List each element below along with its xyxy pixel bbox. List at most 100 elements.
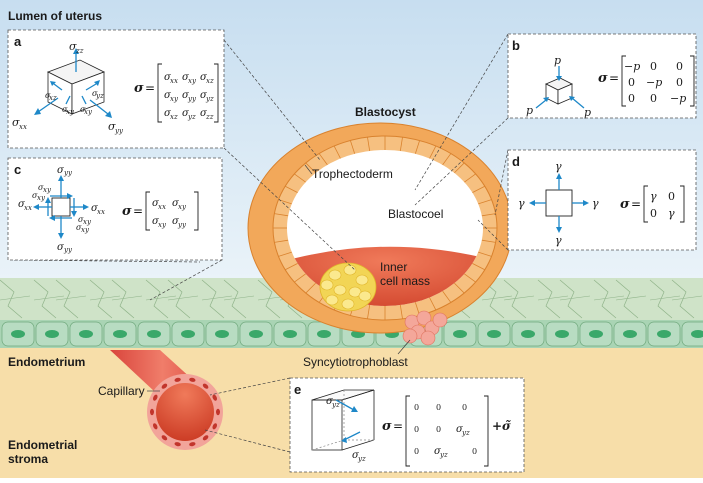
svg-text:σ: σ — [76, 223, 82, 232]
svg-text:σ: σ — [134, 81, 144, 96]
panel-d: d γ γ γ γ σ = γ 0 0 γ — [507, 149, 697, 251]
svg-text:yz: yz — [95, 92, 104, 100]
svg-text:σ: σ — [456, 424, 464, 435]
svg-text:p: p — [584, 106, 591, 119]
inner-cell-mass-label-1: Inner — [380, 260, 407, 274]
svg-text:σ: σ — [352, 450, 360, 461]
svg-text:xx: xx — [158, 203, 166, 211]
svg-text:=: = — [133, 204, 143, 218]
svg-text:xy: xy — [188, 77, 197, 85]
svg-text:σ: σ — [182, 90, 190, 101]
svg-text:σ: σ — [598, 71, 608, 86]
svg-text:c: c — [14, 162, 21, 177]
svg-text:xx: xx — [24, 204, 32, 212]
svg-text:=: = — [393, 419, 403, 433]
svg-text:xx: xx — [170, 77, 178, 85]
svg-text:γ: γ — [650, 190, 657, 203]
syncytiotrophoblast-label: Syncytiotrophoblast — [303, 355, 408, 369]
svg-text:xy: xy — [83, 218, 92, 226]
svg-text:yz: yz — [331, 401, 340, 409]
svg-text:0: 0 — [650, 60, 657, 73]
svg-text:σ: σ — [12, 116, 20, 129]
svg-text:0: 0 — [676, 60, 683, 73]
inner-cell-mass — [319, 262, 377, 312]
svg-text:σ: σ — [80, 105, 86, 114]
svg-text:σ: σ — [200, 90, 208, 101]
svg-text:=: = — [145, 81, 155, 95]
svg-text:σ: σ — [32, 191, 38, 200]
svg-text:xy: xy — [37, 194, 46, 202]
svg-text:yz: yz — [357, 455, 366, 463]
svg-text:xy: xy — [43, 186, 52, 194]
svg-text:σ: σ — [38, 183, 44, 192]
svg-text:σ: σ — [200, 72, 208, 83]
stroma-label-line2: stroma — [8, 452, 48, 466]
svg-text:yy: yy — [63, 169, 73, 177]
svg-text:−p: −p — [646, 76, 662, 89]
svg-text:γ: γ — [555, 234, 562, 247]
svg-text:σ: σ — [57, 242, 65, 253]
svg-text:σ: σ — [122, 204, 132, 219]
svg-text:σ: σ — [164, 72, 172, 83]
svg-text:σ: σ — [45, 91, 51, 100]
svg-text:xz: xz — [49, 94, 57, 102]
svg-text:σ: σ — [164, 90, 172, 101]
svg-text:σ: σ — [326, 396, 334, 407]
svg-text:e: e — [294, 382, 301, 397]
svg-text:xy: xy — [158, 221, 167, 229]
svg-text:σ: σ — [78, 215, 84, 224]
svg-text:0: 0 — [436, 403, 441, 412]
svg-text:0: 0 — [628, 92, 635, 105]
stroma-label-line1: Endometrial — [8, 438, 77, 452]
svg-text:yy: yy — [63, 246, 73, 254]
svg-text:σ: σ — [152, 198, 160, 209]
svg-text:σ: σ — [152, 216, 160, 227]
svg-text:xy: xy — [170, 95, 179, 103]
svg-text:σ: σ — [172, 198, 180, 209]
svg-text:0: 0 — [650, 207, 657, 220]
inner-cell-mass-label-2: cell mass — [380, 274, 430, 288]
svg-text:0: 0 — [414, 403, 419, 412]
svg-text:zz: zz — [205, 113, 214, 121]
svg-text:yz: yz — [205, 95, 214, 103]
svg-text:σ: σ — [182, 72, 190, 83]
svg-text:σ: σ — [69, 40, 77, 53]
svg-text:0: 0 — [462, 403, 467, 412]
svg-text:σ: σ — [91, 203, 99, 214]
svg-text:yz: yz — [187, 113, 196, 121]
capillary — [110, 350, 223, 450]
blastocoel-label: Blastocoel — [388, 207, 443, 221]
svg-text:xx: xx — [19, 123, 27, 131]
svg-text:σ: σ — [434, 446, 442, 457]
svg-text:σ: σ — [200, 108, 208, 119]
svg-text:γ: γ — [555, 160, 562, 173]
svg-text:σ: σ — [62, 105, 68, 114]
svg-text:xy: xy — [66, 108, 75, 116]
svg-text:p: p — [526, 104, 533, 117]
svg-text:0: 0 — [414, 447, 419, 456]
svg-text:xx: xx — [97, 208, 105, 216]
svg-text:p: p — [554, 54, 561, 67]
svg-text:σ: σ — [57, 165, 65, 176]
svg-text:yy: yy — [114, 127, 124, 135]
svg-text:0: 0 — [668, 190, 675, 203]
panel-b: b p p p σ = −p 0 0 0 −p 0 0 0 −p — [507, 33, 697, 119]
svg-text:xz: xz — [206, 77, 214, 85]
svg-text:b: b — [512, 38, 520, 53]
svg-text:+σ̃: +σ̃ — [492, 419, 511, 433]
svg-text:σ: σ — [382, 419, 392, 434]
svg-text:d: d — [512, 154, 520, 169]
svg-text:γ: γ — [668, 207, 675, 220]
lumen-label: Lumen of uterus — [8, 9, 102, 23]
blastocyst-label: Blastocyst — [355, 105, 416, 119]
svg-text:σ: σ — [164, 108, 172, 119]
blastocyst — [247, 122, 513, 334]
svg-text:−p: −p — [624, 60, 640, 73]
svg-text:σ: σ — [172, 216, 180, 227]
syncytiotrophoblast — [402, 310, 448, 346]
svg-text:xy: xy — [81, 226, 90, 234]
svg-text:zz: zz — [75, 47, 84, 55]
svg-text:σ: σ — [92, 89, 98, 98]
